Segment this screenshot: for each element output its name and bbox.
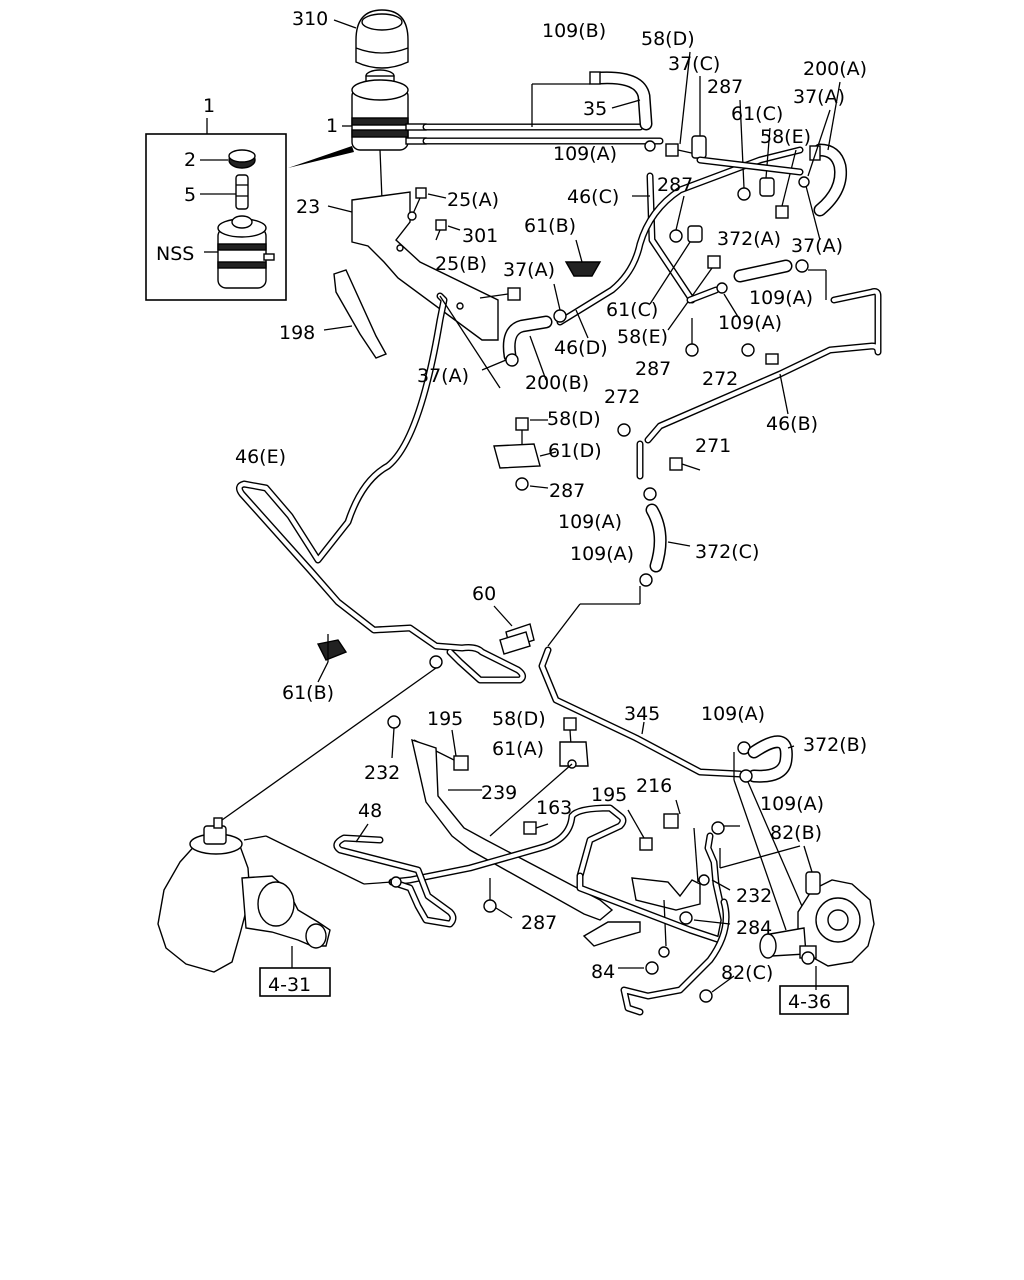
frame-bracket-239 [333, 715, 681, 928]
callout-labels: 310 109(B) 58(D) 37(C) 200(A) 287 37(A) 35 61(C)… [156, 8, 867, 984]
callout-l82b: 82(B) [770, 822, 822, 844]
callout-l345: 345 [624, 703, 660, 725]
callout-l84: 84 [591, 961, 615, 983]
reservoir [333, 9, 427, 201]
callout-l287_top: 287 [707, 76, 743, 98]
callout-l58d_b: 58(D) [492, 708, 546, 730]
callout-l287_b: 287 [657, 174, 693, 196]
callout-l46c: 46(C) [567, 186, 619, 208]
callout-l163: 163 [536, 797, 572, 819]
callout-l301: 301 [462, 225, 498, 247]
callout-l61b_top: 61(B) [524, 215, 576, 237]
clamp-60 [316, 605, 535, 683]
callout-l61b_b: 61(B) [282, 682, 334, 704]
callout-l109a_2: 109(A) [749, 287, 813, 309]
callout-l46e: 46(E) [235, 446, 286, 468]
callout-l1_box: 1 [203, 95, 215, 117]
callout-l287_d: 287 [549, 480, 585, 502]
callout-l61c_top: 61(C) [731, 103, 783, 125]
upper-right-lines [556, 51, 848, 326]
lower-right-lines [576, 821, 801, 1016]
callout-l23: 23 [296, 196, 320, 218]
callout-l232_b: 232 [736, 885, 772, 907]
callout-l35: 35 [583, 98, 607, 120]
callout-l239: 239 [481, 782, 517, 804]
callout-l60: 60 [472, 583, 496, 605]
hose-372c [538, 487, 744, 778]
callout-l61c_m: 61(C) [606, 299, 658, 321]
callout-l200a: 200(A) [803, 58, 867, 80]
ref-box-ref431[interactable]: 4-31 [268, 974, 311, 996]
callout-l58d_m: 58(D) [547, 408, 601, 430]
callout-l287_e: 287 [521, 912, 557, 934]
hose-35 [589, 71, 653, 131]
middle-cluster [553, 195, 741, 357]
ref-box-ref436[interactable]: 4-36 [788, 991, 831, 1013]
callout-l58e_top: 58(E) [760, 126, 811, 148]
callout-l61d: 61(D) [548, 440, 602, 462]
steering-gear [157, 667, 437, 997]
reservoir-pipes [422, 83, 664, 145]
callout-lnss: NSS [156, 243, 194, 265]
callout-l195_b: 195 [591, 784, 627, 806]
callout-l271: 271 [695, 435, 731, 457]
callout-l216: 216 [636, 775, 672, 797]
callout-l1_res: 1 [326, 115, 338, 137]
callout-l272_b: 272 [604, 386, 640, 408]
callout-l82c: 82(C) [721, 962, 773, 984]
callout-l61a: 61(A) [492, 738, 544, 760]
callout-l372c: 372(C) [695, 541, 759, 563]
callout-l109a_1: 109(A) [553, 143, 617, 165]
callout-l37a_m: 37(A) [503, 259, 555, 281]
power-steering-pump [759, 845, 875, 1015]
callout-l37a_l: 37(A) [417, 365, 469, 387]
callout-l37c: 37(C) [668, 53, 720, 75]
callout-l25b: 25(B) [435, 253, 487, 275]
callout-l198: 198 [279, 322, 315, 344]
lower-left-upper-lines [235, 292, 589, 684]
callout-l372a: 372(A) [717, 228, 781, 250]
callout-l232_a: 232 [364, 762, 400, 784]
callout-l48: 48 [358, 800, 382, 822]
callout-l58e_m: 58(E) [617, 326, 668, 348]
callout-l46b: 46(B) [766, 413, 818, 435]
callout-l109a_5: 109(A) [570, 543, 634, 565]
callout-l109a_4: 109(A) [558, 511, 622, 533]
callout-l25a: 25(A) [447, 189, 499, 211]
callout-l109b: 109(B) [542, 20, 606, 42]
callout-l5: 5 [184, 184, 196, 206]
callout-l195_a: 195 [427, 708, 463, 730]
callout-l58d_top: 58(D) [641, 28, 695, 50]
callout-l109a_3: 109(A) [718, 312, 782, 334]
reference-boxes: 4-31 4-36 [268, 974, 831, 1013]
bracket-23 [327, 187, 521, 341]
callout-l2: 2 [184, 149, 196, 171]
callout-l200b: 200(B) [525, 372, 589, 394]
callout-l310: 310 [292, 8, 328, 30]
callout-l272_a: 272 [702, 368, 738, 390]
hose-372b [733, 735, 809, 931]
bracket-198 [323, 269, 387, 359]
callout-l109a_7: 109(A) [760, 793, 824, 815]
callout-l109a_6: 109(A) [701, 703, 765, 725]
pointer-wedge [288, 146, 354, 168]
reservoir-kit-box [145, 118, 287, 301]
callout-l287_m: 287 [635, 358, 671, 380]
callout-l284: 284 [736, 917, 772, 939]
hose-372a [617, 259, 882, 480]
callout-l46d: 46(D) [554, 337, 608, 359]
callout-l37a_r: 37(A) [791, 235, 843, 257]
clamp-61d-group [493, 417, 557, 491]
callout-l372b: 372(B) [803, 734, 867, 756]
callout-l37a_top: 37(A) [793, 86, 845, 108]
